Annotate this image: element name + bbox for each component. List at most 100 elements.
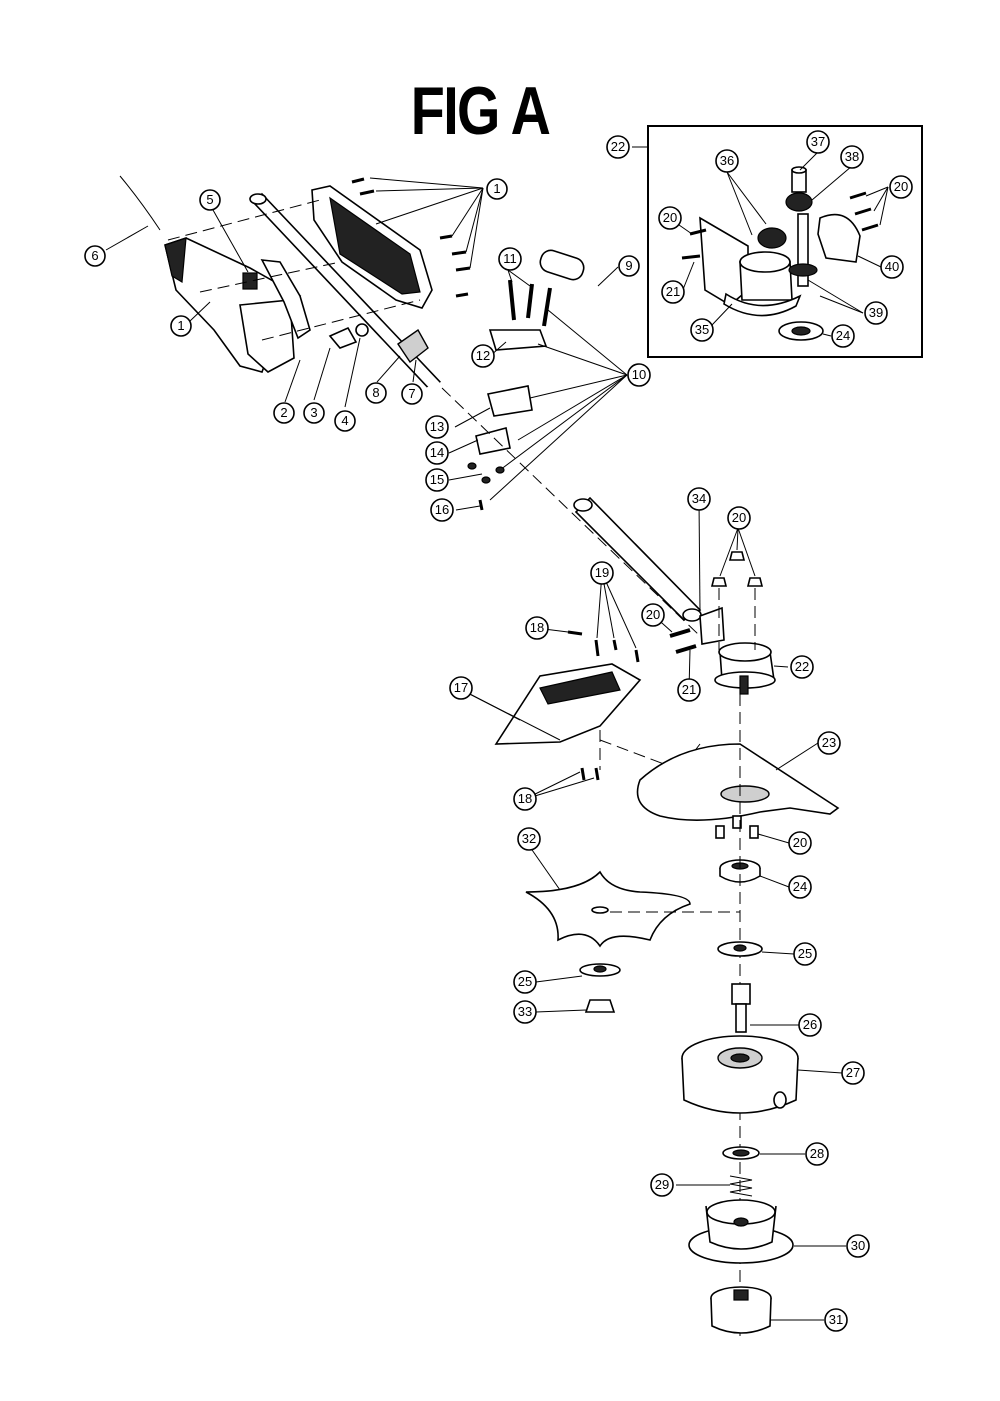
svg-text:25: 25 — [798, 946, 812, 961]
svg-text:8: 8 — [372, 385, 379, 400]
handle-grip-9 — [539, 249, 585, 281]
svg-text:37: 37 — [811, 134, 825, 149]
callout-12: 12 — [471, 344, 495, 368]
svg-text:20: 20 — [646, 607, 660, 622]
svg-text:1: 1 — [177, 318, 184, 333]
trigger-2 — [260, 259, 311, 340]
callout-10: 10 — [627, 363, 651, 387]
svg-text:23: 23 — [822, 735, 836, 750]
svg-text:32: 32 — [522, 831, 536, 846]
svg-text:22: 22 — [795, 659, 809, 674]
svg-text:20: 20 — [732, 510, 746, 525]
clamp-block-14 — [475, 427, 511, 455]
svg-text:20: 20 — [894, 179, 908, 194]
svg-text:16: 16 — [435, 502, 449, 517]
inset-frame — [647, 125, 923, 358]
callouts: 1 1 2 3 4 5 6 7 8 9 10 11 12 13 14 15 16… — [84, 130, 913, 1332]
guard-bracket-17 — [494, 663, 642, 745]
callout-25: 25 — [513, 970, 537, 994]
callout-17: 17 — [449, 676, 473, 700]
svg-text:18: 18 — [530, 620, 544, 635]
svg-text:26: 26 — [803, 1017, 817, 1032]
gear-head-shaft — [739, 675, 749, 695]
svg-text:9: 9 — [625, 258, 632, 273]
callout-31: 31 — [824, 1308, 848, 1332]
callout-18: 18 — [513, 787, 537, 811]
svg-text:10: 10 — [632, 367, 646, 382]
callout-29: 29 — [650, 1173, 674, 1197]
callout-30: 30 — [846, 1234, 870, 1258]
svg-text:24: 24 — [793, 879, 807, 894]
spring-4 — [355, 323, 369, 337]
callout-39: 39 — [864, 301, 888, 325]
callout-22: 22 — [606, 135, 630, 159]
callout-24: 24 — [831, 324, 855, 348]
throttle-wire-6 — [119, 175, 161, 231]
callout-24: 24 — [788, 875, 812, 899]
svg-text:22: 22 — [611, 139, 625, 154]
output-shaft-39 — [797, 213, 809, 287]
svg-text:2: 2 — [280, 405, 287, 420]
svg-text:30: 30 — [851, 1238, 865, 1253]
callout-6: 6 — [84, 245, 106, 267]
lock-lever-3 — [328, 326, 358, 349]
callout-37: 37 — [806, 130, 830, 154]
svg-text:40: 40 — [885, 259, 899, 274]
bevel-gear-36 — [757, 227, 787, 249]
callout-26: 26 — [798, 1013, 822, 1037]
callout-40: 40 — [880, 255, 904, 279]
callout-27: 27 — [841, 1061, 865, 1085]
nut-33 — [584, 999, 616, 1013]
callout-7: 7 — [401, 383, 423, 405]
callout-23: 23 — [817, 731, 841, 755]
callout-20: 20 — [641, 603, 665, 627]
svg-text:38: 38 — [845, 149, 859, 164]
callout-20: 20 — [658, 206, 682, 230]
callout-19: 19 — [590, 561, 614, 585]
gearhead-clamp-34 — [699, 606, 725, 645]
svg-text:36: 36 — [720, 153, 734, 168]
callout-16: 16 — [430, 498, 454, 522]
callout-21: 21 — [661, 280, 685, 304]
svg-text:5: 5 — [206, 192, 213, 207]
callout-5: 5 — [199, 189, 221, 211]
svg-text:24: 24 — [836, 328, 850, 343]
gear-housing-bracket — [699, 216, 749, 306]
svg-text:6: 6 — [91, 248, 98, 263]
handle-grip-pad — [239, 299, 295, 373]
callout-2: 2 — [273, 402, 295, 424]
svg-text:18: 18 — [518, 791, 532, 806]
svg-text:15: 15 — [430, 472, 444, 487]
svg-text:35: 35 — [695, 322, 709, 337]
svg-text:20: 20 — [663, 210, 677, 225]
svg-text:33: 33 — [518, 1004, 532, 1019]
bevel-gear-38 — [785, 192, 813, 212]
callout-20: 20 — [788, 831, 812, 855]
svg-text:13: 13 — [430, 419, 444, 434]
gear-cover-40 — [817, 213, 861, 263]
svg-text:27: 27 — [846, 1065, 860, 1080]
callout-4: 4 — [334, 410, 356, 432]
callout-21: 21 — [677, 678, 701, 702]
svg-text:39: 39 — [869, 305, 883, 320]
housing-flange — [723, 292, 802, 317]
shaft-tube-lower — [574, 496, 702, 622]
bolt-26 — [731, 983, 751, 1005]
callout-35: 35 — [690, 318, 714, 342]
svg-text:31: 31 — [829, 1312, 843, 1327]
svg-text:11: 11 — [503, 251, 517, 266]
grass-guard-23 — [636, 743, 840, 821]
lower-assembly — [457, 499, 846, 1340]
svg-text:7: 7 — [408, 386, 415, 401]
callout-3: 3 — [303, 402, 325, 424]
callout-13: 13 — [425, 415, 449, 439]
callout-20: 20 — [727, 506, 751, 530]
switch-5 — [242, 272, 258, 290]
clamp-upper-12 — [488, 329, 548, 351]
coupling-7 — [397, 328, 429, 364]
svg-text:25: 25 — [518, 974, 532, 989]
svg-text:34: 34 — [692, 491, 706, 506]
callout-15: 15 — [425, 468, 449, 492]
detail-inset — [632, 125, 923, 358]
